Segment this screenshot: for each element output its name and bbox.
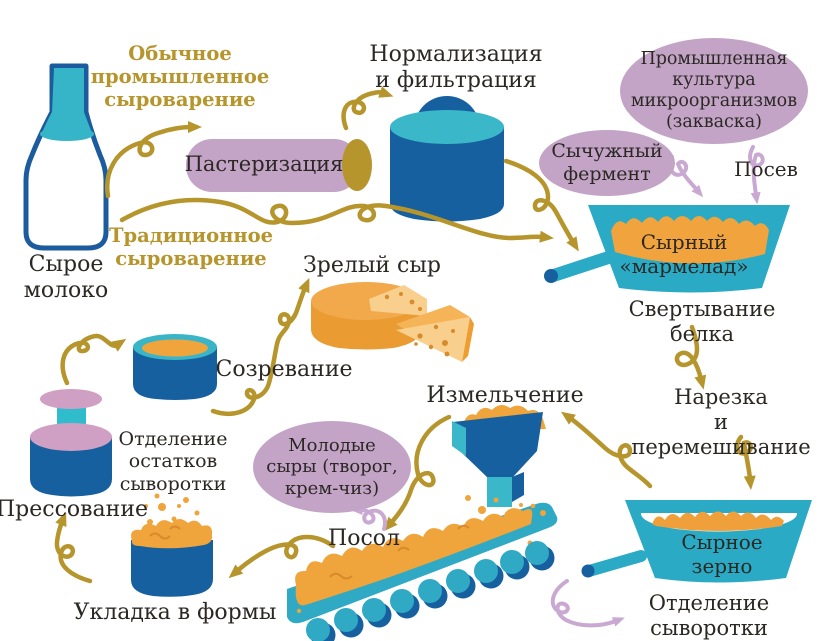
milk-bottle-icon: [23, 63, 109, 251]
pasteurizer-cylinder-icon: [186, 139, 372, 192]
molding-label: Укладка в формы: [73, 600, 277, 625]
arrow-starter-to-kettle: [748, 145, 765, 205]
rennet-oval: Сычужный фермент: [539, 130, 675, 196]
starter-culture-label: Промышленная культура микроорганизмов (з…: [630, 49, 798, 132]
cheese-wedge-icon: [396, 305, 474, 362]
conveyor-rollers: [306, 541, 555, 641]
molding-pot-icon: [131, 493, 213, 597]
ripe-cheese-label: Зрелый сыр: [303, 253, 441, 278]
arrow-traditional-to-kettle: [119, 197, 554, 243]
normalization-tank-icon: [390, 96, 504, 222]
cheese-marmalade-label: Сырный «мармелад»: [619, 230, 749, 278]
arrow-rennet-to-kettle: [668, 155, 704, 198]
rennet-label: Сычужный фермент: [551, 140, 663, 185]
grinding-label: Измельчение: [426, 383, 584, 408]
arrow-coagulation-to-cutting: [674, 324, 707, 390]
raw-milk-label: Сырое молоко: [23, 252, 109, 303]
arrow-tank-to-kettle: [503, 158, 579, 252]
arrow-pressing-to-ripening: [60, 333, 127, 386]
arrow-whey-separation: [550, 579, 625, 628]
grinder-funnel-icon: [452, 404, 546, 546]
cheese-press-icon: [30, 389, 112, 497]
arrow-belt-to-molding: [228, 534, 336, 579]
traditional-heading: Традиционное сыроварение: [108, 224, 274, 270]
salting-label: Посол: [328, 526, 400, 551]
residual-whey-label: Отделение остатков сыворотки: [118, 428, 228, 495]
young-cheeses-label: Молодые сыры (творог, крем-чиз): [266, 434, 398, 499]
cheese-wheel-icon: [311, 282, 427, 350]
whey-separation-label: Отделение сыворотки: [648, 591, 770, 640]
arrow-grain-to-grinding: [560, 411, 653, 489]
cutting-mixing-label: Нарезка и перемешивание: [631, 385, 811, 459]
pressing-label: Прессование: [0, 497, 149, 522]
arrow-milk-to-pasteurization: [105, 121, 202, 199]
young-cheeses-oval: Молодые сыры (творог, крем-чиз): [253, 421, 411, 513]
grain-kettle-icon: [581, 500, 812, 583]
seeding-label: Посев: [734, 157, 798, 181]
flow-arrows-pink: [350, 145, 765, 628]
arrow-salting-to-young-cheese: [350, 505, 387, 531]
normalization-label: Нормализация и фильтрация: [369, 42, 543, 93]
industrial-heading: Обычное промышленное сыроварение: [90, 42, 270, 111]
arrow-ripening-to-ripe-cheese: [210, 277, 310, 417]
starter-culture-oval: Промышленная культура микроорганизмов (з…: [620, 38, 808, 144]
cheese-kettle-icon: [544, 205, 790, 293]
cheese-grain-label: Сырное зерно: [681, 530, 763, 578]
arrow-pasteurization-to-tank: [341, 86, 394, 131]
arrow-cutting-to-grain: [734, 434, 756, 490]
flow-arrows-gold: [54, 86, 756, 584]
ripening-label: Созревание: [215, 357, 353, 382]
conveyor-belt-icon: [287, 502, 558, 641]
arrow-molding-to-pressing: [54, 511, 93, 584]
pasteurization-label: Пастеризация: [184, 152, 344, 176]
ripening-pot-icon: [133, 334, 217, 400]
arrow-grinding-to-salting: [383, 414, 452, 532]
protein-coagulation-label: Свертывание белка: [628, 297, 776, 346]
